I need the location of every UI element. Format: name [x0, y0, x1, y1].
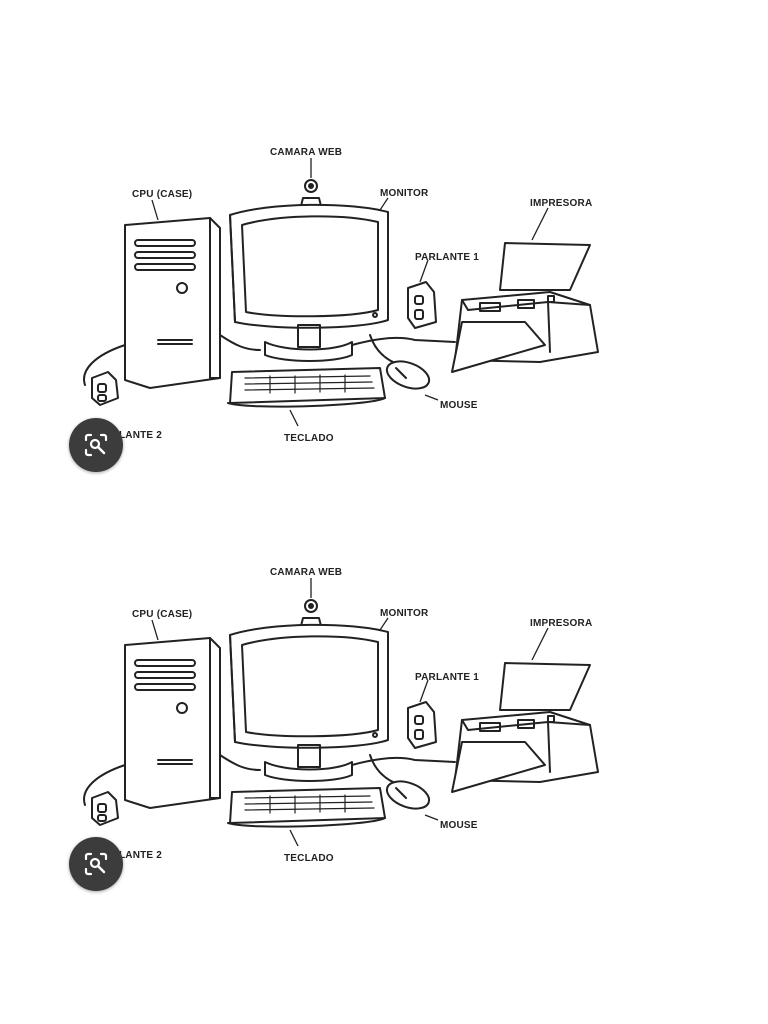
label-speaker-2: PARLANTE 2 — [98, 850, 162, 861]
label-webcam: CAMARA WEB — [270, 567, 342, 578]
printer — [451, 242, 599, 373]
webcam — [300, 179, 322, 207]
label-speaker-2: PARLANTE 2 — [98, 430, 162, 441]
label-keyboard: TECLADO — [284, 853, 334, 864]
mouse — [385, 780, 431, 810]
computer-parts-diagram: CAMARA WEB CPU (CASE) MONITOR IMPRESORA … — [83, 147, 599, 444]
label-speaker-1: PARLANTE 1 — [415, 252, 479, 263]
label-mouse: MOUSE — [440, 400, 478, 411]
speaker-1 — [407, 281, 437, 329]
monitor — [229, 203, 389, 362]
label-monitor: MONITOR — [380, 188, 429, 199]
label-speaker-1: PARLANTE 1 — [415, 672, 479, 683]
image-search-button-1[interactable] — [69, 418, 123, 472]
diagram-panel-1: CAMARA WEB CPU (CASE) MONITOR IMPRESORA … — [70, 60, 630, 460]
label-mouse: MOUSE — [440, 820, 478, 831]
image-search-button-2[interactable] — [69, 837, 123, 891]
monitor — [229, 623, 389, 782]
speaker-1 — [407, 701, 437, 749]
label-printer: IMPRESORA — [530, 618, 592, 629]
cpu-tower — [124, 637, 221, 809]
label-printer: IMPRESORA — [530, 198, 592, 209]
label-cpu: CPU (CASE) — [132, 609, 192, 620]
speaker-2 — [91, 791, 119, 826]
cpu-tower — [124, 217, 221, 389]
image-search-icon — [84, 852, 108, 876]
label-cpu: CPU (CASE) — [132, 189, 192, 200]
image-search-icon — [84, 433, 108, 457]
diagram-panel-2: CAMARA WEB CPU (CASE) MONITOR IMPRESORA … — [70, 480, 630, 880]
printer — [451, 662, 599, 793]
webcam — [300, 599, 322, 627]
keyboard — [227, 367, 386, 408]
label-keyboard: TECLADO — [284, 433, 334, 444]
label-monitor: MONITOR — [380, 608, 429, 619]
keyboard — [227, 787, 386, 828]
speaker-2 — [91, 371, 119, 406]
computer-parts-diagram: CAMARA WEB CPU (CASE) MONITOR IMPRESORA … — [83, 567, 599, 864]
mouse — [385, 360, 431, 390]
label-webcam: CAMARA WEB — [270, 147, 342, 158]
